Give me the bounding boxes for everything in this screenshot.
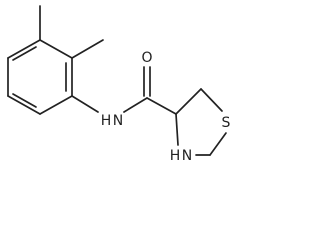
benzene-ring [7, 39, 73, 115]
sulfur-label: S [222, 115, 231, 131]
molecule-structure: O N H S H N [7, 5, 231, 164]
oxygen-label: O [141, 50, 152, 66]
ring-bond [39, 95, 73, 115]
ring-bond [200, 88, 223, 112]
ring-bond [209, 132, 227, 156]
ring-nitrogen-label: N [182, 148, 192, 164]
ring-bond [175, 113, 179, 146]
ring-bond [39, 39, 73, 59]
amide-hydrogen-label: H [101, 113, 112, 129]
ring-double-bond [12, 93, 37, 108]
n-carbonyl-bond [123, 97, 148, 113]
amide-nitrogen-label: N [113, 113, 123, 129]
methyl-bond-right [71, 39, 104, 59]
ring-hydrogen-label: H [170, 148, 181, 164]
ring-bond [7, 95, 41, 115]
ring-bond [175, 88, 202, 115]
structure-canvas: O N H S H N [7, 5, 231, 164]
carbonyl-ring-bond [146, 97, 177, 115]
ring-double-bond [12, 46, 37, 61]
aryl-n-bond [71, 95, 99, 113]
thiazolidine-ring [175, 88, 227, 156]
ring-bond [7, 39, 41, 59]
